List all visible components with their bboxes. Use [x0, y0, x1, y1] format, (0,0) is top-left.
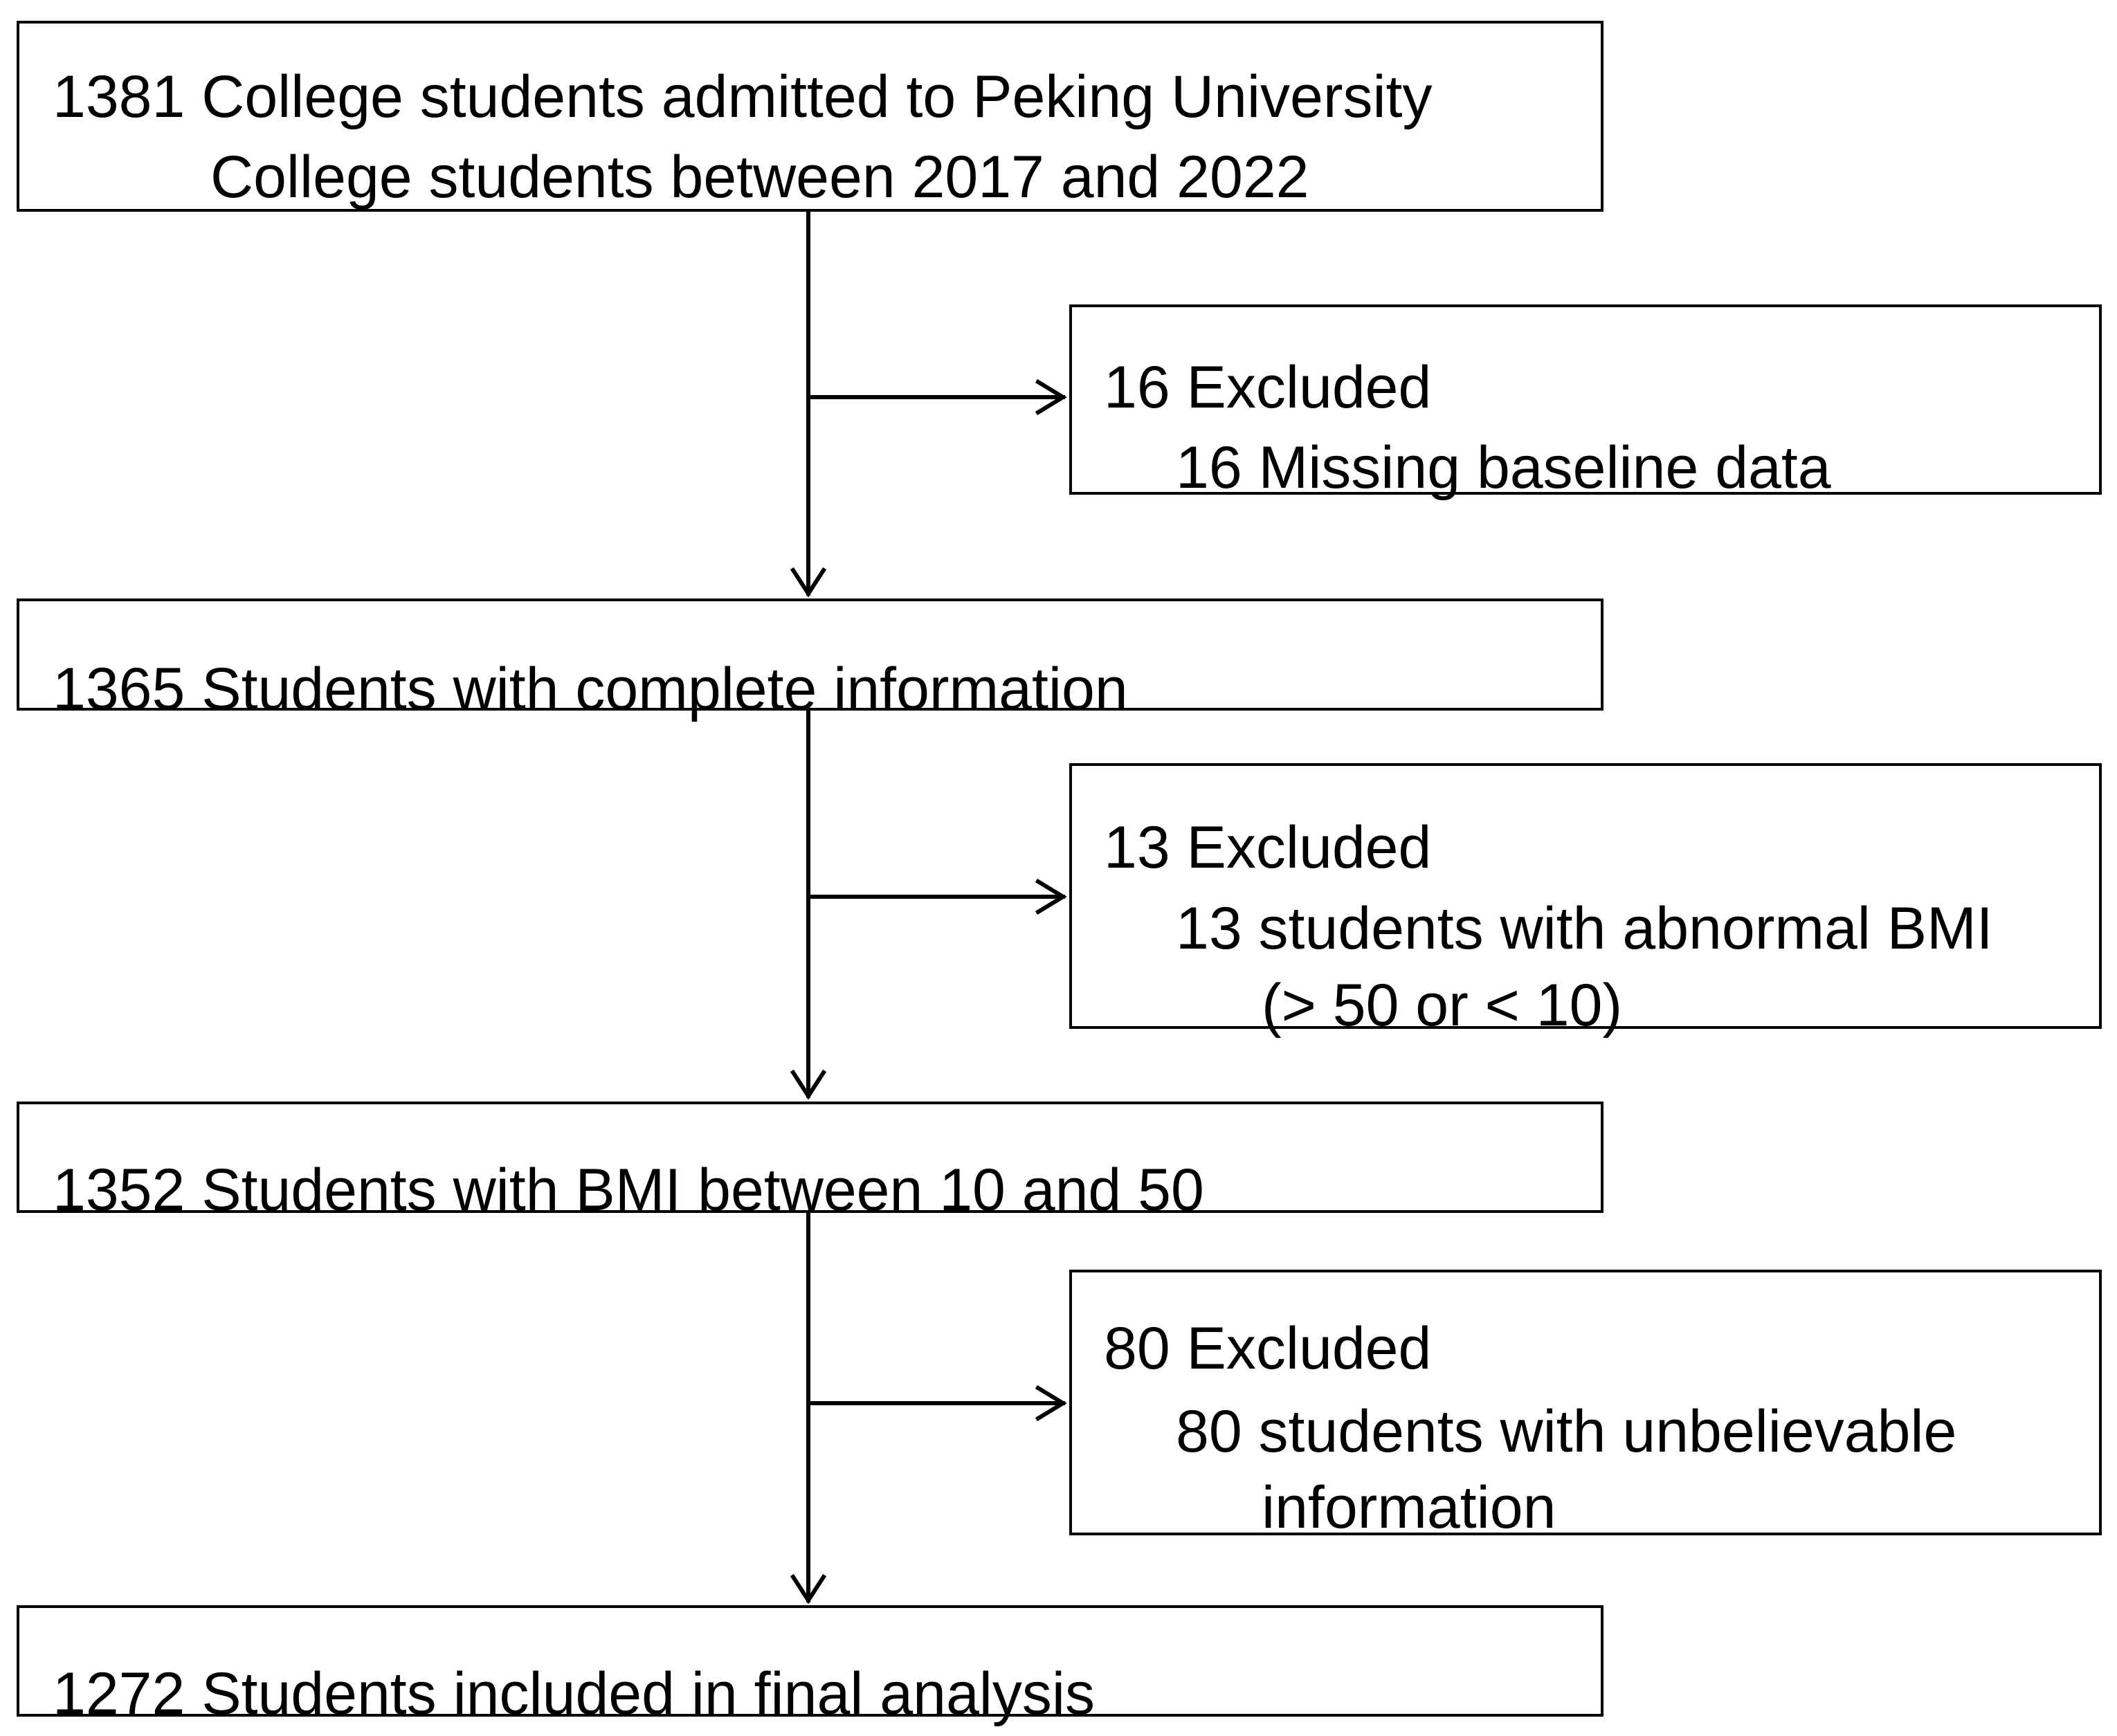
exclusion-reason: 16 Missing baseline data [1176, 435, 1831, 501]
exclusion-box-unbelievable: 80 Excluded 80 students with unbelievabl… [1069, 1270, 2102, 1541]
side-arrow-1 [1035, 378, 1067, 416]
exclusion-reason: 13 students with abnormal BMI [1176, 895, 1993, 962]
down-arrow-3 [790, 1573, 827, 1605]
exclusion-box-missing: 16 Excluded 16 Missing baseline data [1069, 304, 2102, 501]
stage-text: 1272 Students included in final analysis [53, 1661, 1096, 1727]
exclusion-title: 13 Excluded [1104, 814, 1432, 881]
stage-text: 1381 College students admitted to Peking… [53, 64, 1433, 130]
exclusion-title: 16 Excluded [1104, 354, 1432, 421]
exclusion-reason: (> 50 or < 10) [1262, 972, 1623, 1039]
stage-text: 1365 Students with complete information [53, 656, 1128, 722]
side-arrow-2 [1035, 878, 1067, 915]
stage-box-enrolled: 1381 College students admitted to Peking… [17, 21, 1603, 212]
stage-box-complete: 1365 Students with complete information [17, 599, 1603, 722]
stage-text: College students between 2017 and 2022 [210, 144, 1309, 210]
down-arrow-1 [790, 567, 827, 598]
stage-box-bmi-range: 1352 Students with BMI between 10 and 50 [17, 1102, 1603, 1223]
down-arrow-2 [790, 1069, 827, 1100]
stage-text: 1352 Students with BMI between 10 and 50 [53, 1157, 1204, 1223]
exclusion-reason: 80 students with unbelievable [1176, 1398, 1957, 1465]
exclusion-box-abnormal-bmi: 13 Excluded 13 students with abnormal BM… [1069, 763, 2102, 1039]
side-arrow-3 [1035, 1385, 1067, 1422]
stage-box-final: 1272 Students included in final analysis [17, 1605, 1603, 1727]
exclusion-reason: information [1262, 1474, 1556, 1541]
exclusion-title: 80 Excluded [1104, 1315, 1432, 1382]
